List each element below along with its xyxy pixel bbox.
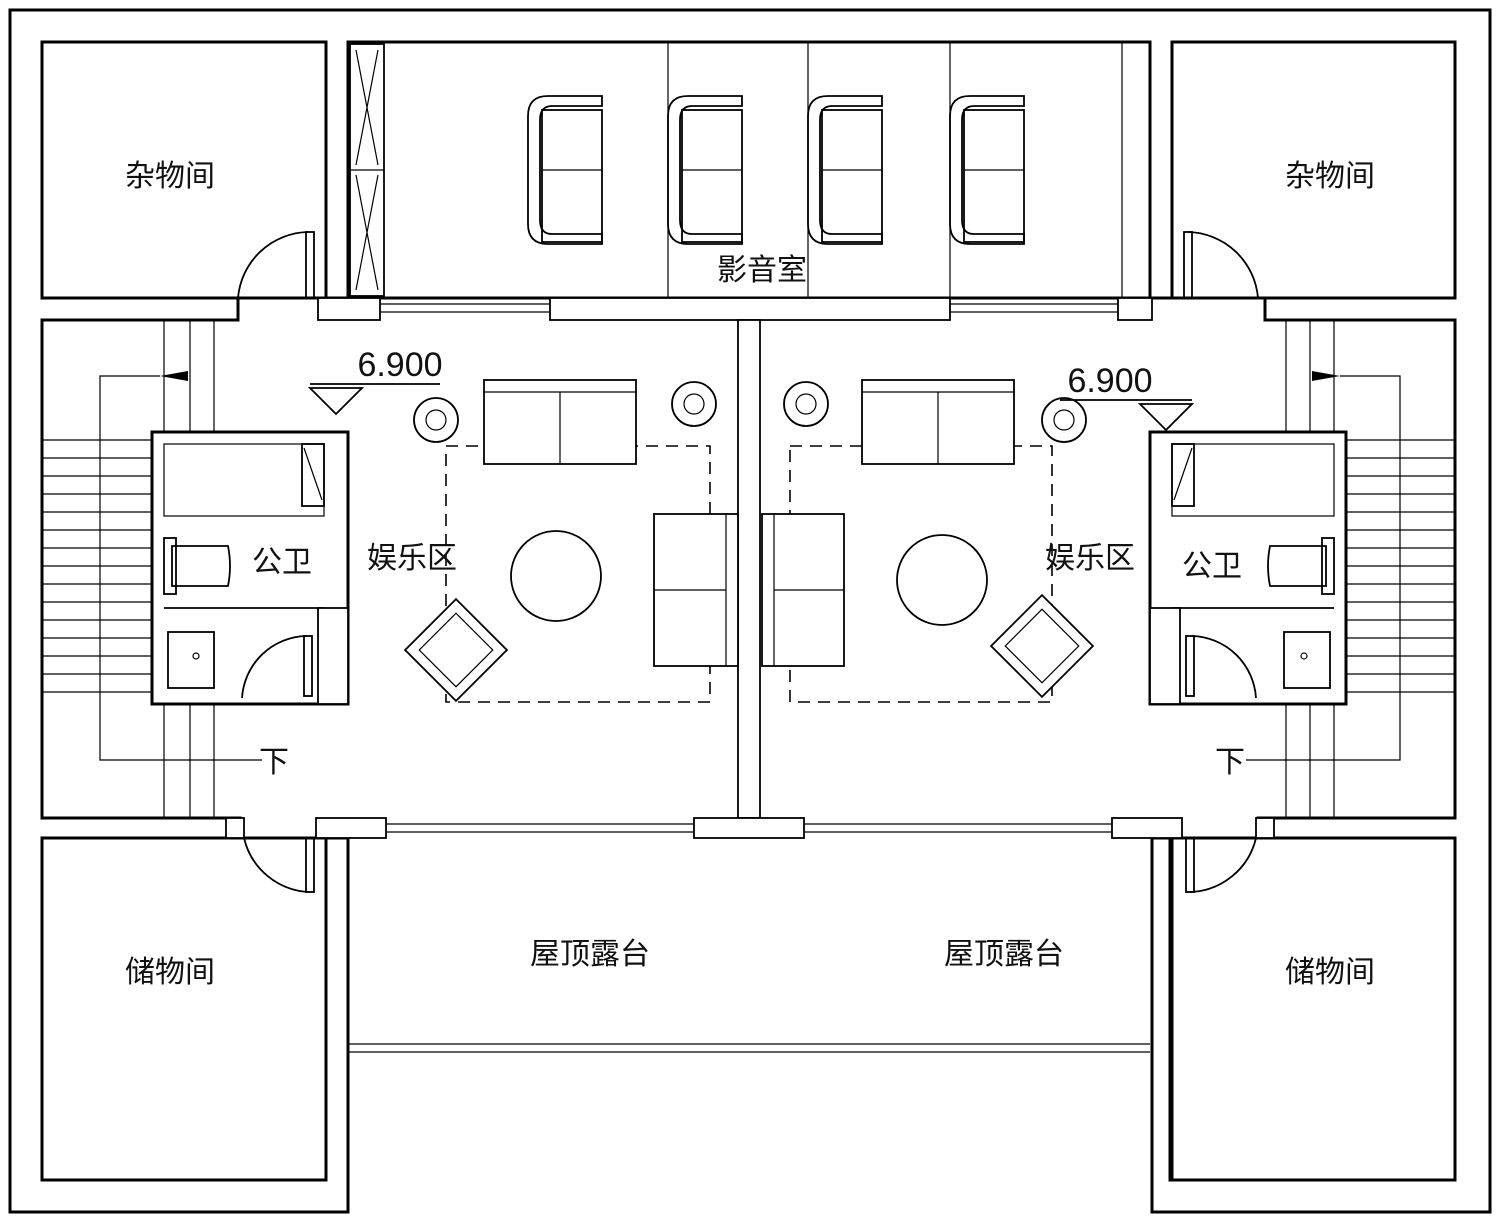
bathroom-left [150, 430, 350, 706]
theater-sofa [527, 95, 603, 245]
bathroom-right [1148, 430, 1348, 706]
stair-right [1246, 320, 1455, 818]
doors [237, 231, 1259, 893]
theater-sofa [949, 95, 1025, 245]
wardrobe [349, 43, 385, 297]
room-label-sundry-left: 杂物间 [125, 159, 215, 194]
room-label-ent-left: 娱乐区 [367, 541, 457, 576]
room-label-terrace-right: 屋顶露台 [944, 937, 1064, 972]
ent-furniture-right [761, 379, 1095, 703]
room-label-storage-right: 储物间 [1285, 955, 1375, 990]
level-marker-right [1060, 399, 1195, 432]
room-label-ent-right: 娱乐区 [1045, 541, 1135, 576]
stair-down-label-right: 下 [1215, 745, 1245, 780]
theater-sofa [667, 95, 743, 245]
ent-furniture-left [403, 379, 739, 703]
theater-sofas [527, 95, 1025, 245]
stair-down-label-left: 下 [259, 745, 289, 780]
room-label-terrace-left: 屋顶露台 [530, 937, 650, 972]
level-marker-left [307, 383, 440, 416]
room-label-wc-right: 公卫 [1182, 549, 1242, 584]
room-label-wc-left: 公卫 [252, 545, 312, 580]
room-label-theater: 影音室 [717, 253, 807, 288]
theater-sofa [807, 95, 883, 245]
room-walls [40, 40, 1457, 1182]
room-label-sundry-right: 杂物间 [1285, 159, 1375, 194]
level-label-right: 6.900 [1067, 362, 1152, 400]
stair-left [42, 320, 262, 818]
level-label-left: 6.900 [357, 346, 442, 384]
room-label-storage-left: 储物间 [125, 955, 215, 990]
